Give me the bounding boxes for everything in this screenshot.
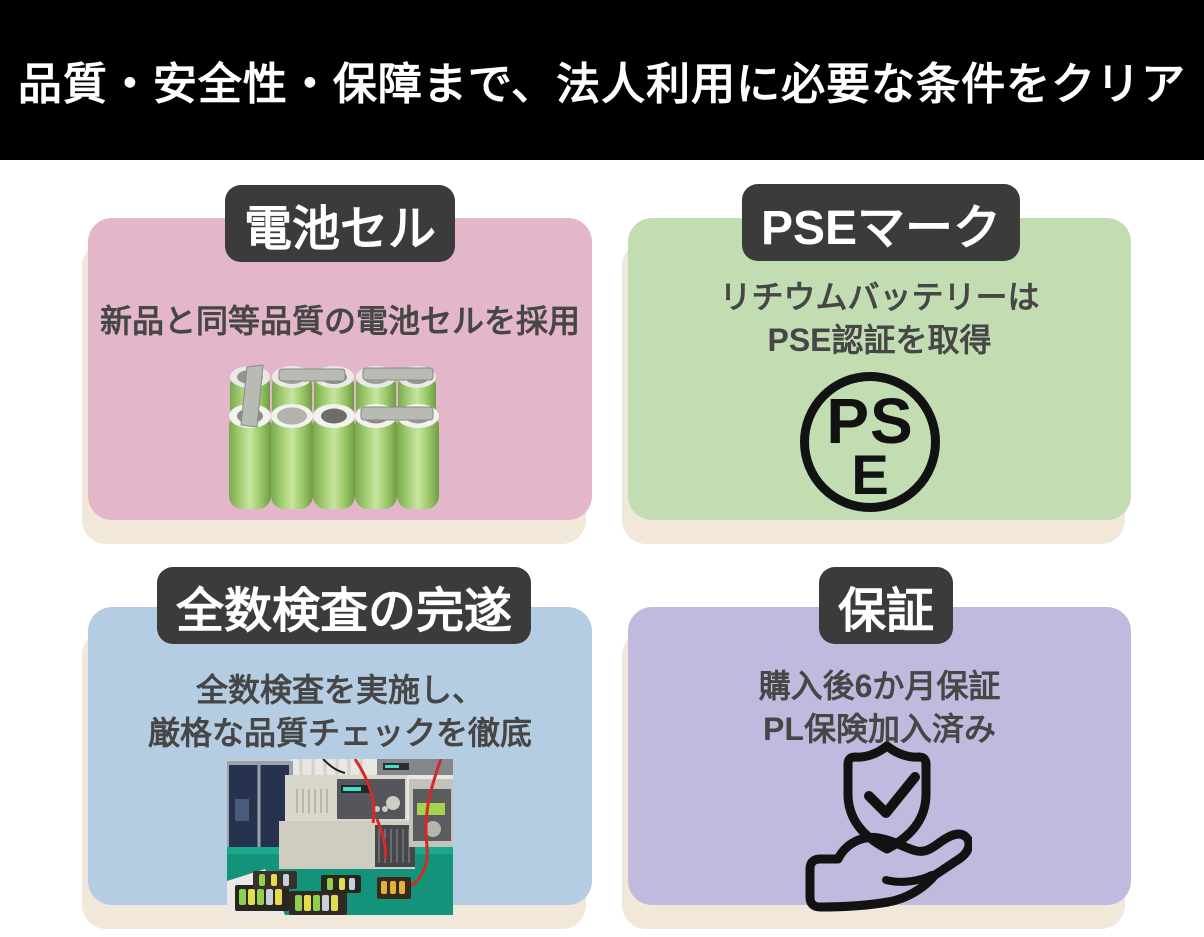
battery-cells-image — [229, 364, 439, 509]
header-banner: 品質・安全性・保障まで、法人利用に必要な条件をクリア — [0, 0, 1204, 160]
card-pse-mark-line2: PSE認証を取得 — [767, 322, 992, 358]
page-title: 品質・安全性・保障まで、法人利用に必要な条件をクリア — [17, 60, 1187, 109]
card-full-inspection-line2: 厳格な品質チェックを徹底 — [147, 715, 532, 751]
pse-mark-letters-top: PS — [826, 385, 914, 457]
card-warranty-line1: 購入後6か月保証 — [758, 668, 1001, 704]
inspection-photo — [227, 759, 453, 915]
card-pse-mark-text: リチウムバッテリーは PSE認証を取得 — [628, 276, 1131, 362]
card-full-inspection-line1: 全数検査を実施し、 — [195, 672, 484, 708]
card-warranty-text: 購入後6か月保証 PL保険加入済み — [628, 665, 1131, 751]
badge-battery-cell: 電池セル — [224, 185, 456, 262]
card-pse-mark-line1: リチウムバッテリーは — [719, 279, 1040, 315]
card-battery-cell-text: 新品と同等品質の電池セルを採用 — [99, 303, 580, 339]
badge-warranty: 保証 — [818, 567, 954, 644]
badge-pse-mark: PSEマーク — [741, 184, 1021, 261]
pse-mark-icon: PS E — [800, 372, 940, 512]
card-full-inspection-text: 全数検査を実施し、 厳格な品質チェックを徹底 — [88, 669, 592, 755]
card-warranty: 購入後6か月保証 PL保険加入済み — [628, 607, 1131, 912]
shield-check-hand-icon — [805, 741, 972, 912]
badge-full-inspection: 全数検査の完遂 — [156, 567, 532, 644]
pse-mark-letter-bottom: E — [851, 443, 889, 506]
card-warranty-line2: PL保険加入済み — [763, 711, 996, 747]
card-battery-cell: 新品と同等品質の電池セルを採用 — [88, 218, 592, 520]
card-pse-mark: リチウムバッテリーは PSE認証を取得 PS E — [628, 218, 1131, 520]
card-full-inspection: 全数検査を実施し、 厳格な品質チェックを徹底 — [88, 607, 592, 915]
